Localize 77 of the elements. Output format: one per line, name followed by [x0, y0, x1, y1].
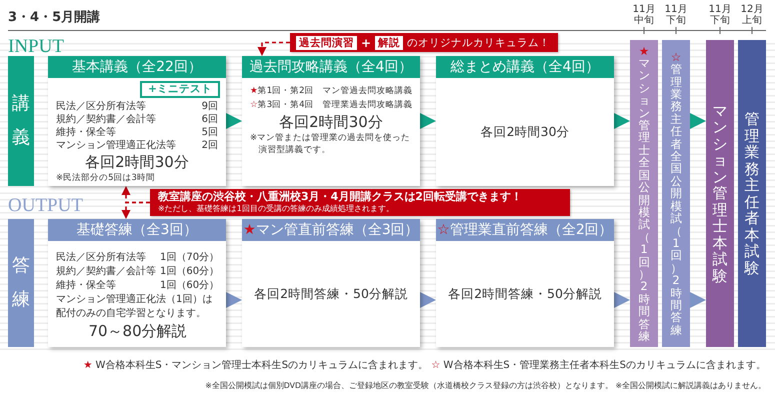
section-heading: OUTPUT [8, 196, 83, 216]
course-card [48, 56, 226, 186]
callout-note: ※ただし、基礎答練は1回目の受講の答練のみ成績処理されます。 [158, 204, 394, 214]
mini-test-tag: +ミニテスト [140, 81, 220, 98]
exam-name: マンション管理士本試験 [712, 102, 728, 284]
arrow [226, 113, 242, 129]
highlight-tag: 過去問演習 [296, 36, 357, 50]
row-label-band [8, 219, 34, 347]
course-title-banner: 過去問攻略講義（全4回） [242, 56, 420, 78]
arrow [690, 292, 706, 308]
course-card [242, 56, 420, 186]
note-text: ※民法部分の5回は3時間 [56, 172, 155, 184]
arrow [420, 113, 436, 129]
course-card [48, 219, 226, 347]
callout-text: 教室講座の渋谷校・八重洲校3月・4月開講クラスは2回転受講できます！ [158, 190, 522, 204]
session-count: 6回 [202, 113, 218, 126]
course-title-banner: 総まとめ講義（全4回） [436, 56, 614, 78]
session-count: 1回（70分） [160, 251, 220, 265]
note-text: マンション管理適正化法（1回）は配付のみの自宅学習となります。 [56, 293, 214, 321]
dashed-arrow [122, 202, 150, 219]
subject-name: 規約／契約書／会計等 [56, 113, 156, 126]
arrow [690, 113, 706, 129]
course-title-banner: ☆管理業直前答練（全2回） [436, 219, 614, 241]
course-card [436, 219, 614, 347]
exam-bar [738, 40, 766, 347]
note-text: ※マン管または管理業の過去問を使った演習型講義です。 [250, 132, 412, 156]
dashed-arrow [258, 42, 290, 56]
course-card [242, 219, 420, 347]
course-title-banner: ★マン管直前答練（全3回） [242, 219, 420, 241]
session-count: 1回（60分） [160, 265, 220, 279]
duration-text: 各回2時間答練・50分解説 [254, 286, 408, 302]
duration-text: 各回2時間30分 [85, 152, 189, 172]
mock-exam-bar [630, 40, 658, 347]
exam-name: ★マンション管理士全国公開模試（1回）2時間答練 [638, 44, 650, 342]
duration-text: 各回2時間答練・50分解説 [448, 286, 602, 302]
mock-exam-bar [662, 40, 690, 347]
start-date-label: 3・4・5月開講 [8, 10, 100, 26]
section-heading: INPUT [8, 37, 64, 57]
exam-name: 管理業務主任者本試験 [744, 111, 760, 276]
course-card [436, 56, 614, 186]
footnote: ☆ W合格本科生S・管理業務主任者本科生Sのカリキュラムに含まれます。 [431, 360, 766, 371]
duration-text: 各回2時間30分 [279, 112, 383, 132]
arrow [420, 292, 436, 308]
row-label: 講義 [12, 92, 30, 150]
subject-name: マンション管理適正化法等 [56, 139, 176, 152]
date-label: 11月下旬 [708, 4, 732, 26]
session-count: 5回 [202, 126, 218, 139]
session-count: 9回 [202, 100, 218, 113]
footnote: ★ W合格本科生S・マンション管理士本科生Sのカリキュラムに含まれます。 [83, 360, 428, 371]
subject-name: 維持・保全等 [56, 126, 116, 139]
exam-bar [706, 40, 734, 347]
course-title-banner: 基礎答練（全3回） [48, 219, 226, 241]
arrow [226, 292, 242, 308]
callout-text: のオリジナルカリキュラム！ [407, 36, 550, 50]
subject-name: 維持・保全等 [56, 279, 116, 293]
subject-name: 規約／契約書／会計等 [56, 265, 156, 279]
callout-box [150, 189, 570, 216]
session-count: 2回 [202, 139, 218, 152]
row-label: 答練 [12, 254, 30, 312]
row-label-band [8, 56, 34, 186]
subject-name: 民法／区分所有法等 [56, 100, 146, 113]
subject-name: 民法／区分所有法等 [56, 251, 146, 265]
date-label: 12月上旬 [740, 4, 764, 26]
exam-name: ☆管理業務主任者全国公開模試（1回）2時間答練 [670, 50, 682, 336]
duration-text: 70～80分解説 [88, 321, 187, 341]
date-label: 11月下旬 [664, 4, 688, 26]
plus-sign: + [361, 36, 372, 50]
arrow [614, 113, 630, 129]
highlight-tag: 解説 [375, 36, 404, 50]
session-info: ☆第3回・第4回 管理業過去問攻略講義 [250, 99, 413, 112]
session-info: ★第1回・第2回 マン管過去問攻略講義 [250, 85, 413, 98]
course-title-banner: 基本講義（全22回） [48, 56, 226, 78]
arrow [614, 292, 630, 308]
callout-box [290, 33, 558, 52]
duration-text: 各回2時間30分 [480, 124, 570, 140]
session-count: 1回（60分） [160, 279, 220, 293]
date-label: 11月中旬 [632, 4, 656, 26]
